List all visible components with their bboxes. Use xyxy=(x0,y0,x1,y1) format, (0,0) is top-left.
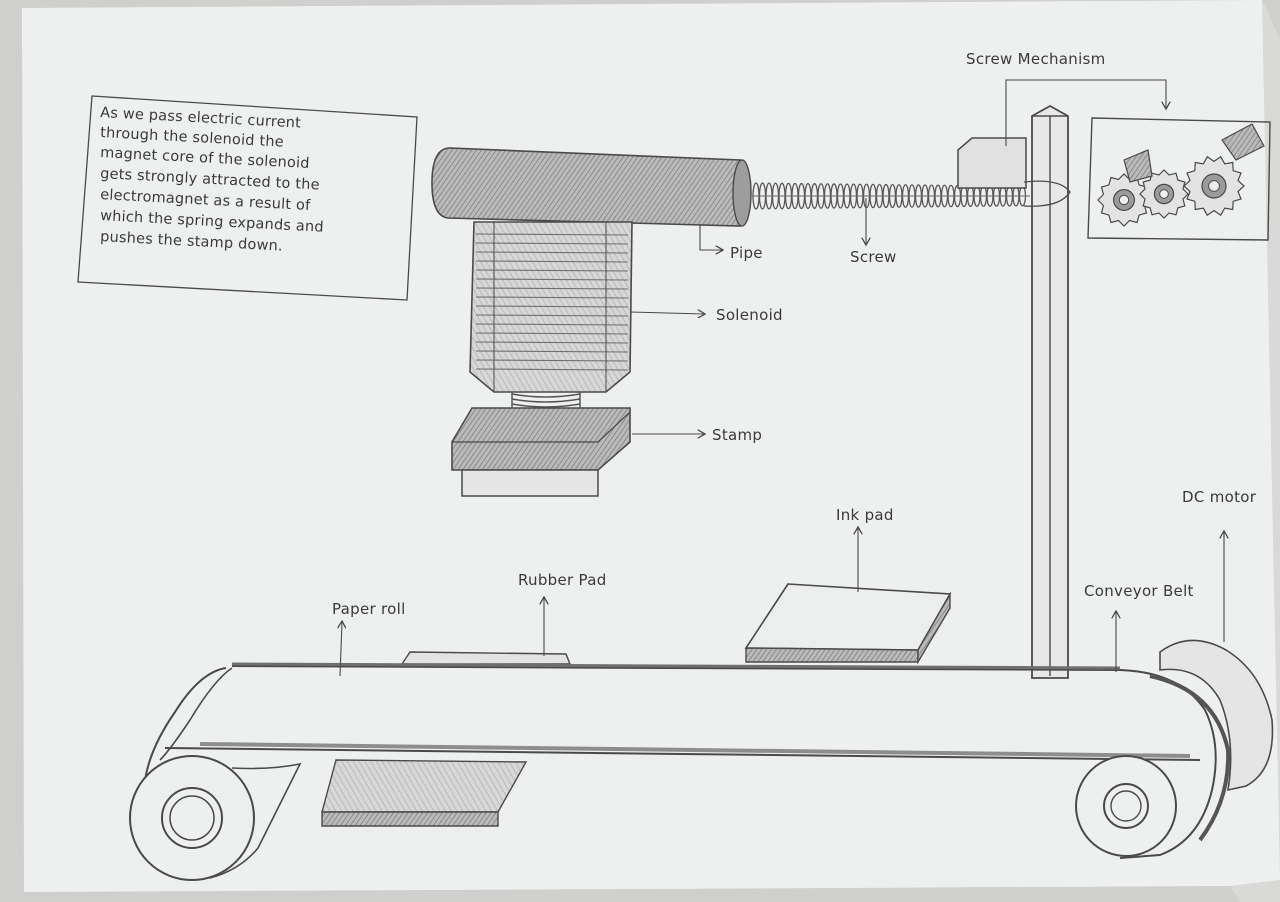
label-screw-mechanism: Screw Mechanism xyxy=(966,50,1106,68)
pipe xyxy=(432,148,751,226)
solenoid xyxy=(470,222,632,392)
label-dc-motor: DC motor xyxy=(1182,488,1257,506)
base-block xyxy=(322,760,526,826)
label-solenoid: Solenoid xyxy=(716,306,783,324)
label-pipe: Pipe xyxy=(730,244,763,262)
support-column xyxy=(1032,106,1068,678)
label-conveyor-belt: Conveyor Belt xyxy=(1084,582,1194,600)
label-ink-pad: Ink pad xyxy=(836,506,894,524)
label-rubber-pad: Rubber Pad xyxy=(518,571,607,589)
right-roller xyxy=(1076,756,1176,856)
label-stamp: Stamp xyxy=(712,426,762,444)
rubber-pad xyxy=(402,652,570,664)
label-screw: Screw xyxy=(850,248,897,266)
label-paper-roll: Paper roll xyxy=(332,600,406,618)
